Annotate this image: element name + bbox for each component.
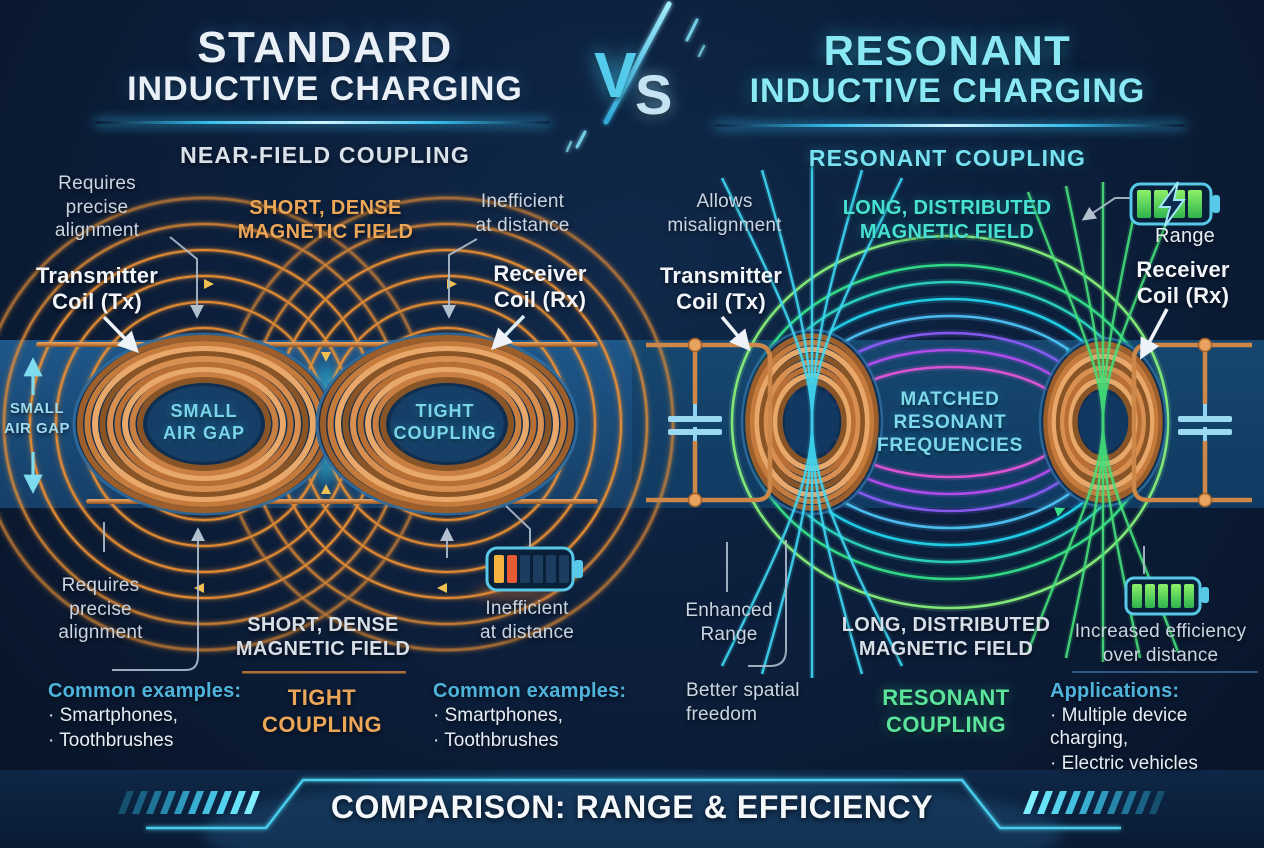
right-receiver-arrow-icon [1140,308,1169,360]
enhanced-range-label: Enhanced Range [685,600,773,645]
battery-low-icon [473,546,583,600]
spatial-freedom-label: Better spatial freedom [686,680,800,725]
range-label: Range [1155,225,1215,247]
right-title-underline [715,124,1185,127]
applications-list: Applications: · Multiple device charging… [1050,680,1264,775]
right-subtitle-block: RESONANT COUPLING [665,134,1230,172]
field-label-top-left: SHORT, DENSE MAGNETIC FIELD [237,197,414,244]
examples-item: · Smartphones, [48,705,178,726]
transmitter-coil-label: Transmitter Coil (Tx) [35,263,159,314]
tight-coupling-bottom-label: TIGHT COUPLING [261,685,383,738]
comparison-banner-title: COMPARISON: RANGE & EFFICIENCY [330,789,934,825]
matched-frequencies-label: MATCHED RESONANT FREQUENCIES [877,389,1024,457]
vs-letter-s: S [635,63,673,126]
examples-list-1: Common examples: · Smartphones, · Toothb… [48,680,248,753]
right-transmitter-arrow-icon [720,315,751,352]
battery-full-icon [1124,576,1209,616]
callout-alignment-bottom: Requires precise alignment [58,575,143,644]
left-title-line1: STANDARD [197,23,453,72]
left-subtitle: NEAR-FIELD COUPLING [180,142,470,168]
receiver-capacitor-icon [1178,337,1232,508]
left-receiver-coil [315,332,579,516]
left-title-line2: INDUCTIVE CHARGING [127,69,523,108]
callout-inefficient-bottom: Inefficient at distance [479,598,575,643]
right-transmitter-coil-label: Transmitter Coil (Tx) [659,263,783,314]
resonant-coupling-label: RESONANT COUPLING [882,685,1010,738]
callout-misalignment: Allows misalignment [667,191,782,236]
left-title-underline [95,121,550,124]
efficiency-label: Increased efficiency over distance [1074,621,1247,666]
vs-letter-v: V [594,39,637,111]
hazard-stripes-right [1023,791,1165,814]
comparison-banner [0,770,1264,848]
callout-inefficient-top: Inefficient at distance [475,191,570,236]
applications-title: Applications: [1050,680,1180,702]
applications-item: · Electric vehicles [1050,752,1198,774]
examples-title-2: Common examples: [433,680,627,702]
receiver-arrow-icon [491,314,526,351]
right-receiver-coil-label: Receiver Coil (Rx) [1136,257,1230,308]
examples-item: · Toothbrushes [48,729,174,751]
vs-slash-icon [565,1,706,153]
right-title-line1: RESONANT [823,27,1072,74]
receiver-coil-label: Receiver Coil (Rx) [493,261,587,312]
field-label-bottom-left: SHORT, DENSE MAGNETIC FIELD [235,614,411,661]
transmitter-fan-lines [719,166,905,678]
examples-title-1: Common examples: [48,680,242,702]
right-title-line2: INDUCTIVE CHARGING [749,71,1146,110]
battery-charging-icon [1129,181,1220,227]
transmitter-capacitor-icon [668,337,722,508]
hazard-stripes-left [118,791,260,814]
transmitter-arrow-icon [102,315,139,354]
tight-coupling-coil-label: TIGHT COUPLING [393,401,497,444]
examples-item: · Smartphones, [433,705,563,726]
callout-alignment-top: Requires precise alignment [54,173,140,242]
examples-item: · Toothbrushes [433,729,559,751]
left-title: STANDARD INDUCTIVE CHARGING [40,23,610,108]
section-divider-lines [242,671,1258,674]
right-subtitle: RESONANT COUPLING [808,145,1087,171]
applications-item: · Multiple device charging, [1050,705,1188,749]
lightning-bolt-icon [1158,181,1186,227]
right-title: RESONANT INDUCTIVE CHARGING [665,27,1230,110]
left-subtitle-block: NEAR-FIELD COUPLING [40,131,610,169]
field-label-top-right: LONG, DISTRIBUTED MAGNETIC FIELD [842,197,1052,244]
transmitter-circuit [646,342,773,503]
vs-badge: V S [588,30,698,140]
air-gap-coil-label: SMALL AIR GAP [162,401,245,444]
field-label-bottom-right: LONG, DISTRIBUTED MAGNETIC FIELD [841,614,1051,661]
examples-list-2: Common examples: · Smartphones, · Toothb… [433,680,633,753]
coil-pointer-arrows [102,308,1169,360]
air-gap-side-label: SMALL AIR GAP [3,400,70,438]
